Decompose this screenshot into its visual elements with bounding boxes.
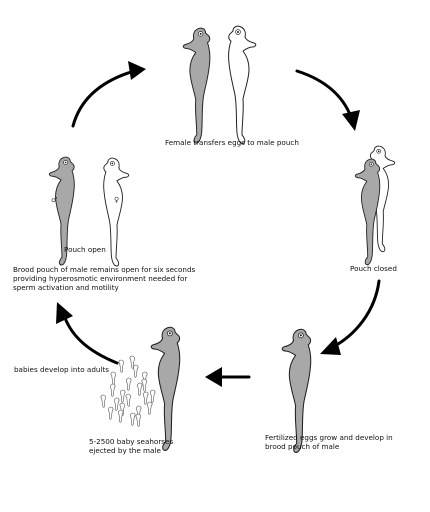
arrow-bottom-to-middle — [205, 367, 251, 387]
top-seahorse-female — [228, 25, 257, 145]
baby-seahorse — [149, 389, 156, 403]
label-pouch-closed: Pouch closed — [350, 264, 397, 273]
label-fertilized-eggs: Fertilized eggs grow and develop in broo… — [265, 433, 393, 451]
left-seahorse-male — [48, 156, 75, 266]
baby-seahorse — [141, 378, 148, 392]
baby-seahorse — [117, 409, 124, 423]
baby-seahorse — [142, 391, 149, 405]
label-baby-seahorses: 5-2500 baby seahorses ejected by the mal… — [89, 437, 174, 455]
female-symbol: ♀ — [114, 196, 119, 204]
bottom-right-seahorse-male — [281, 328, 312, 453]
top-seahorse-male — [182, 27, 211, 144]
bottom-middle-seahorse-male — [150, 326, 181, 451]
arrow-middle-to-left — [56, 302, 119, 365]
baby-seahorse — [136, 382, 143, 396]
baby-seahorse — [109, 383, 116, 397]
label-pouch-open: Pouch open — [64, 245, 106, 254]
baby-seahorse — [119, 389, 126, 403]
baby-seahorse — [129, 412, 136, 426]
label-babies-develop: babies develop into adults — [14, 365, 110, 374]
baby-seahorse — [135, 413, 142, 427]
arrow-top-to-right — [295, 69, 360, 131]
label-brood-pouch-open: Brood pouch of male remains open for six… — [13, 265, 196, 292]
baby-seahorse — [100, 394, 107, 408]
arrow-left-to-top — [71, 61, 146, 128]
baby-seahorse — [113, 397, 120, 411]
right-seahorse-female — [369, 145, 396, 253]
male-symbol: ♂ — [51, 196, 57, 204]
label-female-transfers: Female transfers eggs to male pouch — [165, 138, 299, 147]
arrow-right-to-bottom — [320, 279, 381, 355]
baby-seahorse — [125, 393, 132, 407]
left-seahorse-female — [103, 157, 130, 267]
baby-seahorse — [125, 377, 132, 391]
baby-seahorse — [107, 406, 114, 420]
baby-seahorse — [132, 364, 139, 378]
baby-seahorse — [146, 401, 153, 415]
right-seahorse-male — [354, 158, 381, 266]
